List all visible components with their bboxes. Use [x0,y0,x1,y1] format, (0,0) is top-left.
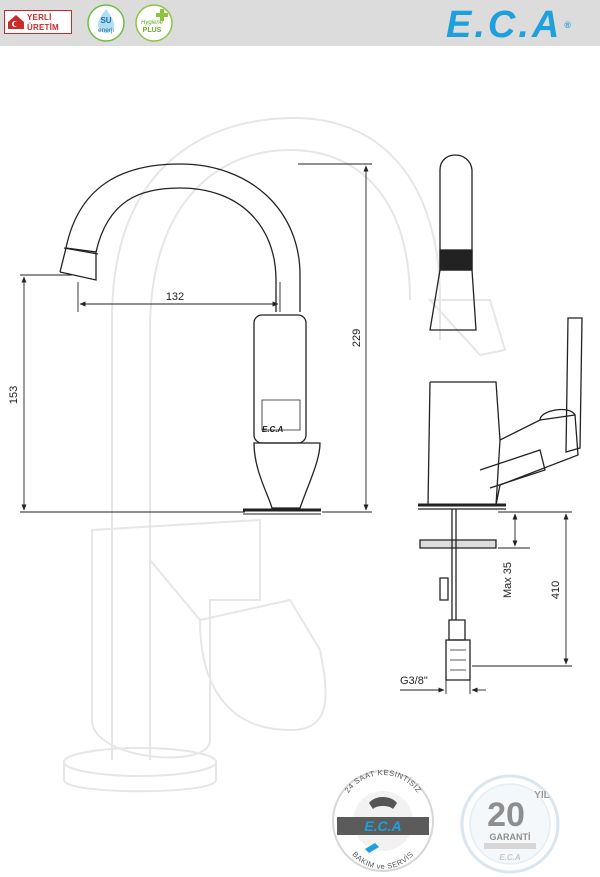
warranty-seal: 20 YIL GARANTİ E.C.A [460,774,560,874]
dim-reach-label: 132 [166,291,184,303]
service-seal-brand: E.C.A [364,818,401,834]
service-seal: 24 SAAT KESİNTİSİZ BAKIM ve SERVİS E.C.A [332,768,434,872]
dim-total-height-label: 229 [351,329,363,347]
header-bar: YERLİ ÜRETİM SU enerji Hygiene PLUS E.C.… [0,0,600,46]
faucet-technical-drawing: E.C.A [8,116,583,793]
hygiene-badge-line1: Hygiene [141,20,164,26]
faucet-background-illustration [63,116,507,793]
faucet-side-view [418,154,583,681]
water-badge-line1: SU [100,16,111,25]
handle-logo-text: E.C.A [262,425,284,434]
dim-connection-label: G3/8" [400,675,428,687]
brand-name: E.C.A [446,4,563,46]
hygiene-plus-badge: Hygiene PLUS [135,4,173,42]
warranty-years: 20 [487,796,525,834]
faucet-front-view [59,163,321,515]
house-flag-icon [8,15,24,29]
dim-outlet-height-label: 153 [8,386,20,404]
water-energy-badge: SU enerji [87,4,125,42]
warranty-brand: E.C.A [499,853,521,862]
warranty-unit: YIL [534,790,550,801]
dim-max-thickness-label: Max 35 [502,562,514,598]
dim-hose-length-label: 410 [550,581,562,599]
brand-logo: E.C.A® [446,6,574,44]
dimension-lines [20,163,572,694]
hygiene-badge-line2: PLUS [143,27,162,34]
warranty-label: GARANTİ [490,832,531,842]
made-local-badge: YERLİ ÜRETİM [4,10,72,34]
water-badge-line2: enerji [98,27,114,34]
made-local-line1: YERLİ [27,13,52,22]
made-local-line2: ÜRETİM [27,23,59,32]
brand-registered: ® [564,20,574,30]
